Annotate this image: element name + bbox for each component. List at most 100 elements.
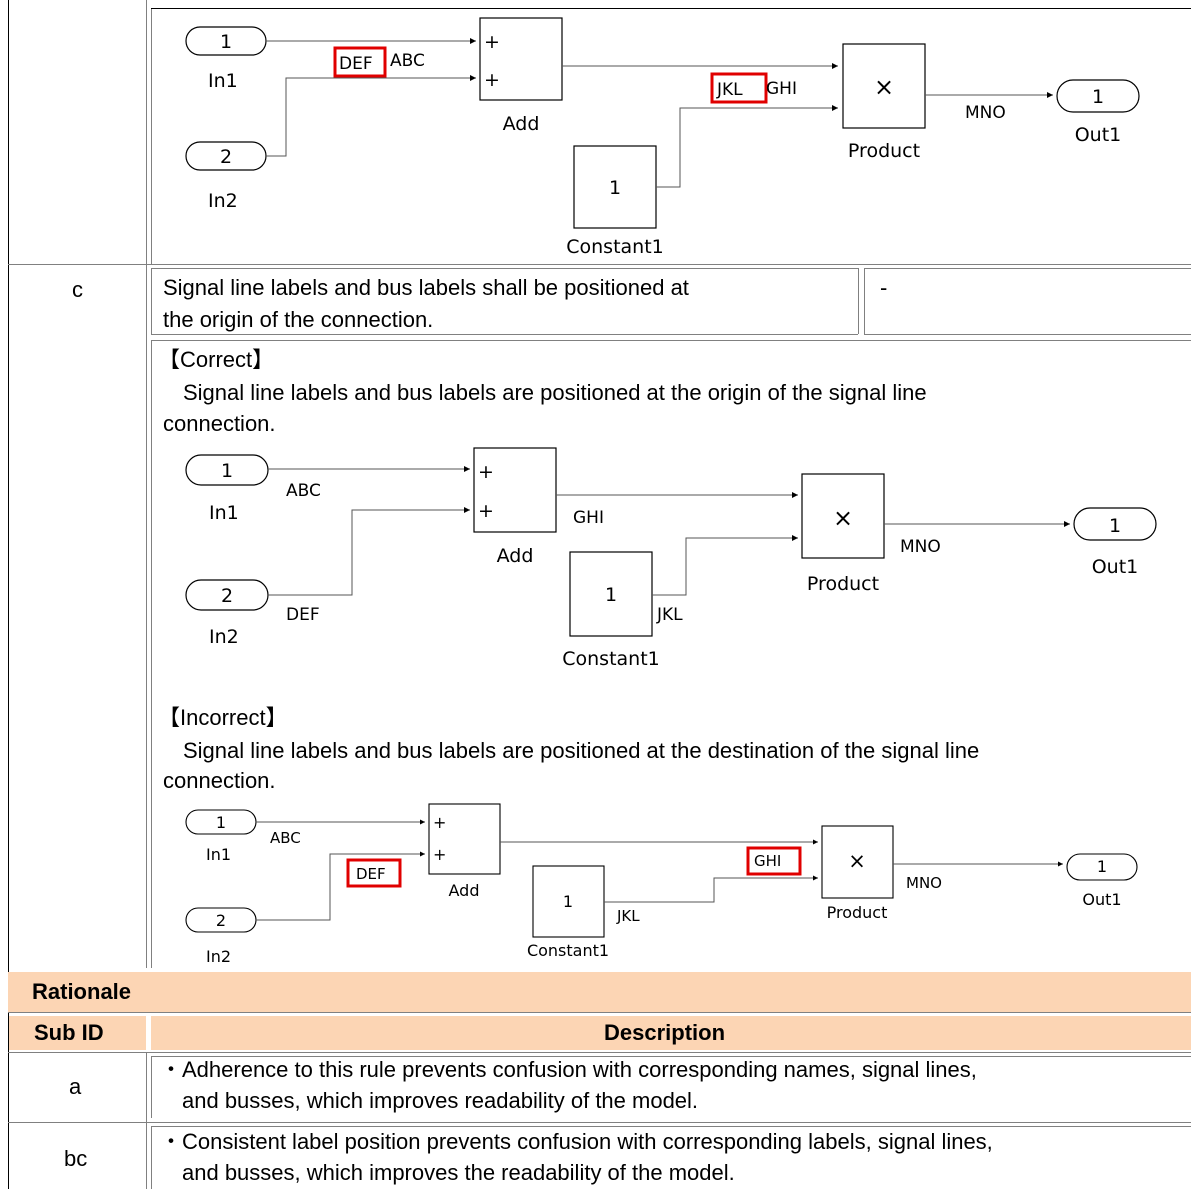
- col-description-header: Description: [604, 1020, 726, 1045]
- incorrect-heading: 【Incorrect】: [158, 705, 288, 730]
- signal-def: DEF: [339, 54, 373, 74]
- constant-label: Constant1: [527, 941, 609, 960]
- rationale-row-bc-line2: and busses, which improves the readabili…: [182, 1160, 735, 1185]
- signal-mno: MNO: [900, 537, 941, 557]
- constant-label: Constant1: [562, 648, 660, 670]
- correct-diagram: 1 In1 2 In2 + + Add × Product 1 Constant…: [185, 447, 1157, 670]
- signal-abc: ABC: [390, 51, 425, 71]
- signal-jkl: JKL: [616, 907, 640, 925]
- cell-border: [151, 1126, 152, 1189]
- signal-mno: MNO: [965, 103, 1006, 123]
- col-divider: [146, 1052, 147, 1189]
- constant-label: Constant1: [566, 236, 664, 258]
- signal-def: DEF: [286, 605, 320, 625]
- row-divider: [8, 1012, 1191, 1013]
- product-symbol: ×: [848, 849, 866, 873]
- out1-number: 1: [1109, 515, 1121, 537]
- out1-label: Out1: [1075, 124, 1122, 146]
- add-label: Add: [503, 113, 540, 135]
- table-left-border: [8, 0, 9, 1189]
- cell-border: [864, 268, 1191, 269]
- product-label: Product: [848, 140, 920, 162]
- rationale-row-a-line2: and busses, which improves readability o…: [182, 1088, 699, 1113]
- signal-ghi: GHI: [573, 508, 604, 528]
- out1-label: Out1: [1092, 556, 1139, 578]
- rationale-title: Rationale: [32, 979, 132, 1004]
- constant-value: 1: [609, 177, 621, 199]
- incorrect-diagram: 1 In1 2 In2 + + Add × Product 1 Constant…: [185, 803, 1138, 966]
- cell-border: [858, 268, 859, 334]
- incorrect-desc-line1: Signal line labels and bus labels are po…: [183, 738, 980, 763]
- in1-number: 1: [220, 31, 232, 53]
- product-block: [821, 825, 894, 899]
- out1-label: Out1: [1082, 890, 1121, 909]
- rationale-row-bc-line1: ・Consistent label position prevents conf…: [160, 1129, 993, 1154]
- constant-block: [569, 551, 653, 637]
- col-subid-header: Sub ID: [34, 1020, 104, 1045]
- add-plus-1: +: [433, 813, 446, 832]
- highlight-jkl: [710, 72, 768, 104]
- rule-text-line1: Signal line labels and bus labels shall …: [163, 275, 689, 300]
- product-symbol: ×: [833, 504, 853, 532]
- signal-mno: MNO: [906, 874, 942, 892]
- add-block: [473, 447, 557, 533]
- add-plus-2: +: [484, 69, 500, 91]
- cell-border: [864, 334, 1191, 335]
- correct-desc-line2: connection.: [163, 411, 276, 436]
- highlight-def: [346, 858, 402, 888]
- highlight-def: [333, 46, 387, 78]
- cell-border: [151, 334, 858, 335]
- top-diagram: 1 In1 2 In2 + + Add × Product 1 Constant…: [185, 17, 1140, 258]
- constant-value: 1: [563, 892, 573, 911]
- in1-number: 1: [221, 460, 233, 482]
- in1-number: 1: [216, 813, 226, 832]
- subid-header-cell: [9, 1016, 146, 1050]
- cell-border: [151, 1056, 1191, 1057]
- in1-label: In1: [206, 845, 231, 864]
- in2-label: In2: [206, 947, 231, 966]
- constant-value: 1: [605, 584, 617, 606]
- cell-border: [151, 268, 858, 269]
- rule-text-line2: the origin of the connection.: [163, 307, 434, 332]
- add-label: Add: [497, 545, 534, 567]
- in2-number: 2: [216, 911, 226, 930]
- correct-heading: 【Correct】: [158, 347, 275, 372]
- signal-jkl: JKL: [656, 605, 683, 625]
- out1-number: 1: [1092, 86, 1104, 108]
- in2-number: 2: [220, 146, 232, 168]
- signal-ghi: GHI: [766, 79, 797, 99]
- rationale-row-bc-id: bc: [64, 1146, 88, 1171]
- signal-abc: ABC: [286, 481, 321, 501]
- cell-border: [151, 8, 1191, 9]
- cell-border: [151, 1056, 152, 1118]
- sub-id-c: c: [72, 277, 83, 302]
- signal-jkl: JKL: [716, 80, 743, 100]
- out1-number: 1: [1097, 857, 1107, 876]
- cell-border: [151, 340, 152, 968]
- product-label: Product: [807, 573, 879, 595]
- row-divider: [8, 264, 1191, 265]
- out1-port: [1056, 79, 1140, 113]
- rule-note: -: [880, 275, 888, 300]
- add-plus-1: +: [484, 31, 500, 53]
- in2-label: In2: [208, 190, 238, 212]
- product-block: [801, 473, 885, 559]
- product-label: Product: [827, 903, 888, 922]
- cell-border: [151, 340, 1191, 341]
- out1-port: [1066, 853, 1138, 881]
- in2-label: In2: [209, 626, 239, 648]
- add-plus-2: +: [433, 845, 446, 864]
- cell-border: [151, 1126, 1191, 1127]
- product-symbol: ×: [874, 73, 894, 101]
- rationale-header-row: [8, 972, 1191, 1012]
- rationale-row-a-line1: ・Adherence to this rule prevents confusi…: [160, 1057, 977, 1082]
- signal-abc: ABC: [270, 829, 301, 847]
- add-block: [479, 17, 563, 101]
- highlight-ghi: [746, 846, 802, 876]
- row-divider: [8, 1122, 1191, 1123]
- correct-desc-line1: Signal line labels and bus labels are po…: [183, 380, 927, 405]
- signal-def: DEF: [356, 865, 386, 883]
- in2-number: 2: [221, 585, 233, 607]
- cell-border: [864, 268, 865, 334]
- add-block: [428, 803, 501, 875]
